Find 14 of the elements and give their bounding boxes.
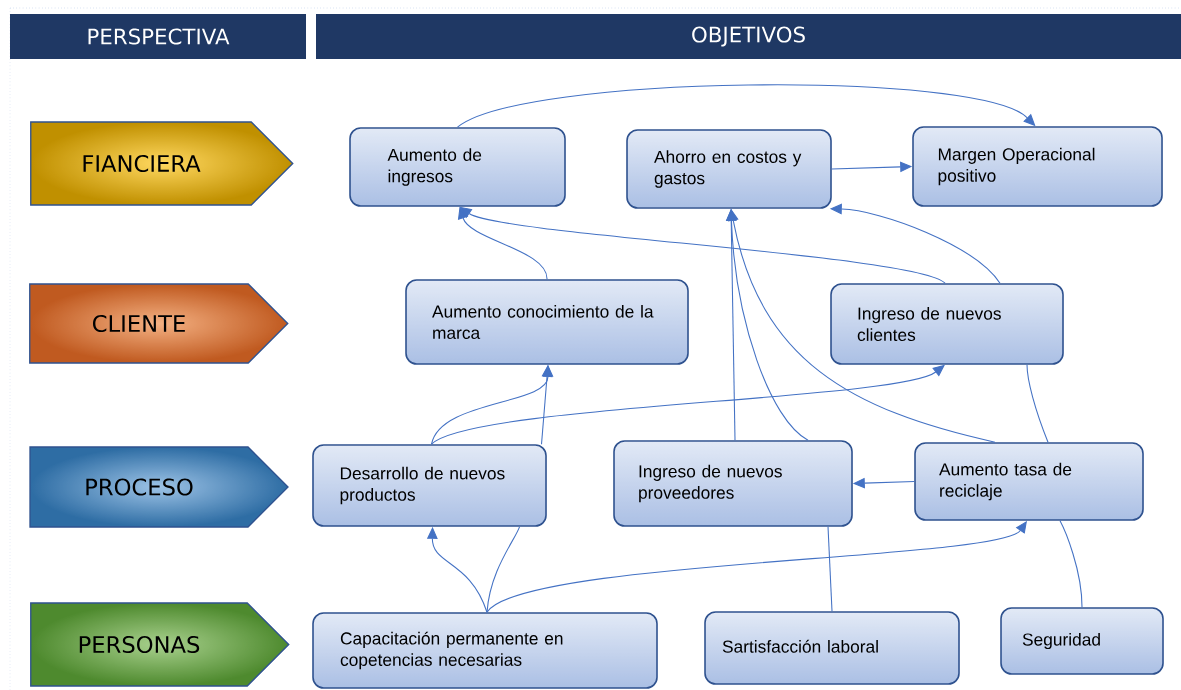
objective-box: Sartisfacción laboral (704, 611, 960, 685)
objective-box: Aumento de ingresos (349, 127, 566, 207)
header-bar: OBJETIVOS (316, 14, 1181, 59)
objective-box: Seguridad (1000, 607, 1164, 675)
objective-box: Ahorro en costos y gastos (626, 129, 832, 209)
header-bar: PERSPECTIVA (10, 14, 306, 59)
objective-box: Desarrollo de nuevos productos (312, 444, 547, 527)
objective-box: Margen Operacional positivo (912, 126, 1163, 207)
objective-box: Capacitación permanente en copetencias necesarias (312, 612, 658, 689)
objective-box: Ingreso de nuevos clientes (830, 283, 1064, 365)
objective-box: Aumento tasa de reciclaje (914, 442, 1144, 521)
objective-box: Aumento conocimiento de la marca (405, 279, 689, 365)
objective-box: Ingreso de nuevos proveedores (613, 440, 853, 527)
arrow (456, 84, 1036, 128)
